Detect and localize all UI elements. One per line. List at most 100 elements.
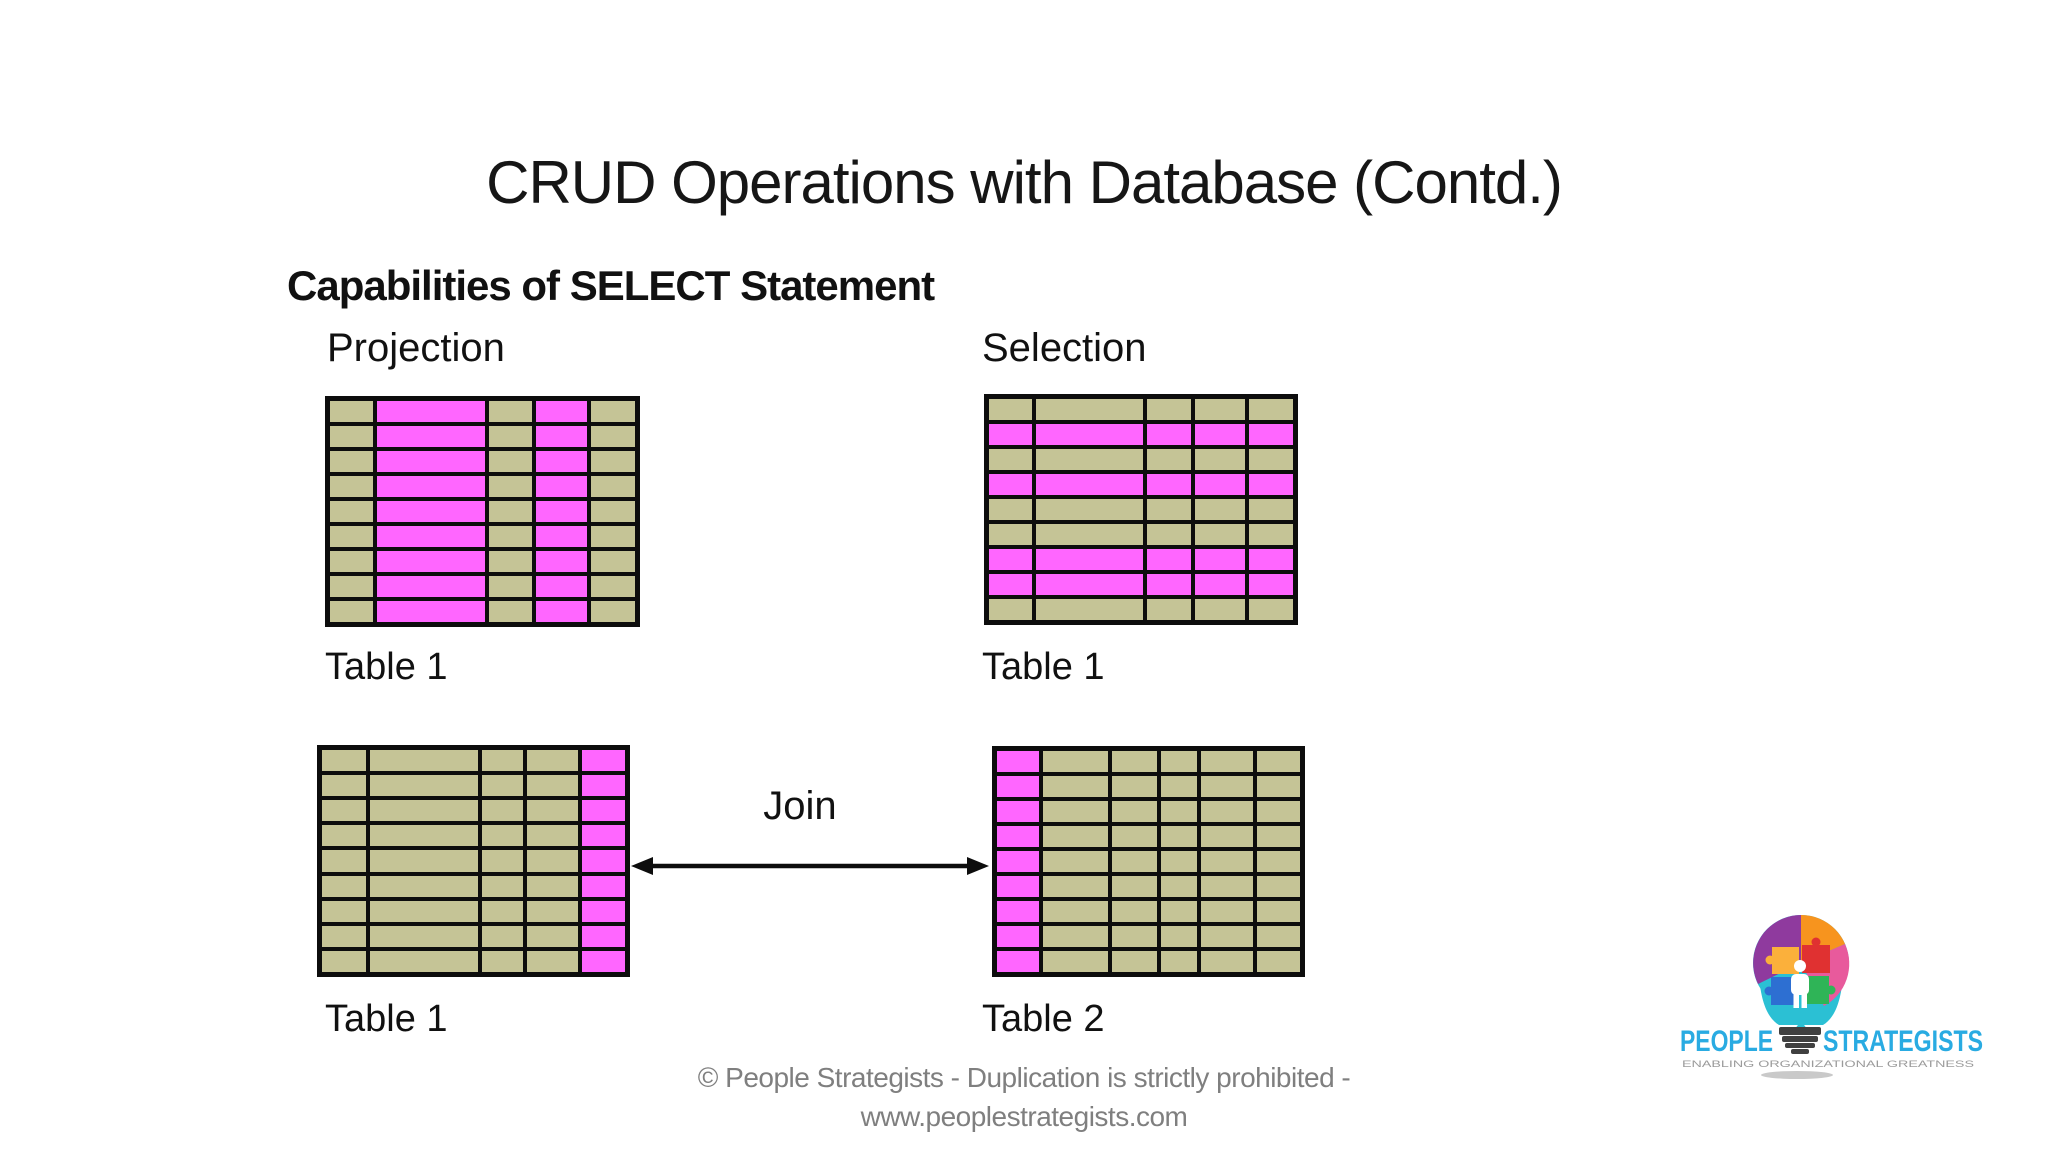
table-cell xyxy=(1194,424,1245,445)
table-cell xyxy=(989,549,1033,570)
table-cell xyxy=(330,601,374,622)
table-cell xyxy=(590,576,635,597)
table-cell xyxy=(488,476,533,497)
table-cell xyxy=(536,426,587,447)
table-cell xyxy=(1111,901,1157,922)
table-cell xyxy=(989,574,1033,595)
logo-tagline: ENABLING ORGANIZATIONAL GREATNESS xyxy=(1682,1059,1974,1069)
table-cell xyxy=(1036,474,1144,495)
table-cell xyxy=(1111,751,1157,772)
table-cell xyxy=(536,501,587,522)
logo-bulb-base-ridge xyxy=(1785,1043,1815,1048)
table-cell xyxy=(527,875,578,897)
copyright-footer: © People Strategists - Duplication is st… xyxy=(0,1058,2048,1136)
table-cell xyxy=(322,775,366,797)
table-cell xyxy=(1042,851,1108,872)
table-cell xyxy=(1042,926,1108,947)
logo-bulb-base-tip xyxy=(1791,1049,1809,1054)
table-cell xyxy=(989,474,1033,495)
table-cell xyxy=(997,776,1039,797)
company-logo: PEOPLE STRATEGISTS ENABLING ORGANIZATION… xyxy=(1680,915,1983,1079)
table-cell xyxy=(581,900,625,922)
table-cell xyxy=(1194,499,1245,520)
table-cell xyxy=(370,875,479,897)
table-cell xyxy=(1147,499,1191,520)
table-cell xyxy=(488,501,533,522)
table-cell xyxy=(1042,826,1108,847)
table-cell xyxy=(1147,474,1191,495)
copyright-line2: www.peoplestrategists.com xyxy=(860,1101,1188,1132)
logo-bulb-base xyxy=(1779,1027,1821,1035)
logo-person-torso xyxy=(1791,974,1809,995)
table-cell xyxy=(370,850,479,872)
table-cell xyxy=(527,750,578,772)
logo-person-leg xyxy=(1801,994,1807,1008)
table-cell xyxy=(590,601,635,622)
table-cell xyxy=(1256,901,1300,922)
selection-table-caption: Table 1 xyxy=(982,646,1105,688)
table-cell xyxy=(330,551,374,572)
table-cell xyxy=(989,424,1033,445)
join-right-table xyxy=(992,746,1305,977)
table-cell xyxy=(377,451,485,472)
table-cell xyxy=(330,476,374,497)
table-cell xyxy=(1147,524,1191,545)
join-arrow xyxy=(631,857,989,875)
table-cell xyxy=(1160,926,1198,947)
table-cell xyxy=(1036,599,1144,620)
table-cell xyxy=(1111,951,1157,972)
table-cell xyxy=(1111,801,1157,822)
table-cell xyxy=(527,775,578,797)
table-cell xyxy=(536,401,587,422)
table-cell xyxy=(488,576,533,597)
table-cell xyxy=(1248,399,1293,420)
table-cell xyxy=(1256,926,1300,947)
table-cell xyxy=(1160,751,1198,772)
table-cell xyxy=(330,501,374,522)
table-cell xyxy=(370,775,479,797)
table-cell xyxy=(997,826,1039,847)
table-cell xyxy=(997,751,1039,772)
table-cell xyxy=(1160,801,1198,822)
table-cell xyxy=(1042,801,1108,822)
table-cell xyxy=(1111,926,1157,947)
table-cell xyxy=(1111,826,1157,847)
table-cell xyxy=(997,876,1039,897)
table-cell xyxy=(1201,851,1253,872)
table-cell xyxy=(1256,876,1300,897)
table-cell xyxy=(330,526,374,547)
table-cell xyxy=(1042,951,1108,972)
table-cell xyxy=(1111,851,1157,872)
table-cell xyxy=(482,850,524,872)
table-cell xyxy=(1194,399,1245,420)
table-cell xyxy=(322,900,366,922)
table-cell xyxy=(581,800,625,822)
table-cell xyxy=(377,501,485,522)
projection-table xyxy=(325,396,640,627)
table-cell xyxy=(488,451,533,472)
table-cell xyxy=(1160,951,1198,972)
table-cell xyxy=(370,825,479,847)
table-cell xyxy=(1147,424,1191,445)
table-cell xyxy=(527,925,578,947)
table-cell xyxy=(1147,449,1191,470)
table-cell xyxy=(322,850,366,872)
table-cell xyxy=(581,950,625,972)
table-cell xyxy=(1201,801,1253,822)
projection-label: Projection xyxy=(327,326,505,370)
logo-brand-left: PEOPLE xyxy=(1680,1025,1773,1058)
table-cell xyxy=(1160,851,1198,872)
table-cell xyxy=(1147,399,1191,420)
logo-piece-yellow xyxy=(1772,947,1799,974)
table-cell xyxy=(527,900,578,922)
logo-piece-red xyxy=(1802,945,1830,973)
table-cell xyxy=(370,800,479,822)
table-cell xyxy=(322,825,366,847)
table-cell xyxy=(488,426,533,447)
table-cell xyxy=(1147,549,1191,570)
table-cell xyxy=(370,925,479,947)
table-cell xyxy=(997,901,1039,922)
table-cell xyxy=(590,476,635,497)
table-cell xyxy=(1042,876,1108,897)
